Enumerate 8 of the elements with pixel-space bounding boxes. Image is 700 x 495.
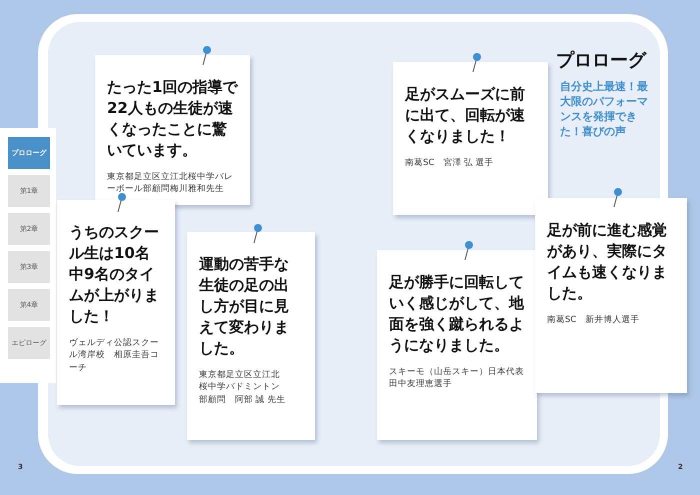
quote-card: 足が前に進む感覚があり、実際にタイムも速くなりました。 南葛SC 新井博人選手 [535, 198, 687, 393]
quote-card: うちのスクール生は10名中9名のタイムが上がりました！ ヴェルディ公認スクール湾岸校 相原圭吾コーチ [57, 200, 175, 405]
quote-card: 運動の苦手な生徒の足の出し方が目に見えて変わりました。 東京都足立区立江北桜中学バドミントン部顧問 阿部 誠 先生 [187, 232, 315, 440]
quote-card: 足がスムーズに前に出て、回転が速くなりました！ 南葛SC 宮澤 弘 選手 [393, 62, 548, 215]
quote-card: たった1回の指導で22人もの生徒が速くなったことに驚いています。 東京都足立区立江北桜中学バレーボール部顧問梅川雅和先生 [95, 55, 250, 205]
quote-card: 足が勝手に回転していく感じがして、地面を強く蹴られるようになりました。 スキーモ（山岳スキー）日本代表田中友理恵選手 [377, 250, 537, 440]
subtitle: 自分史上最速！最大限のパフォーマンスを発揮できた！喜びの声 [560, 80, 649, 140]
page-title: プロローグ [556, 49, 646, 72]
